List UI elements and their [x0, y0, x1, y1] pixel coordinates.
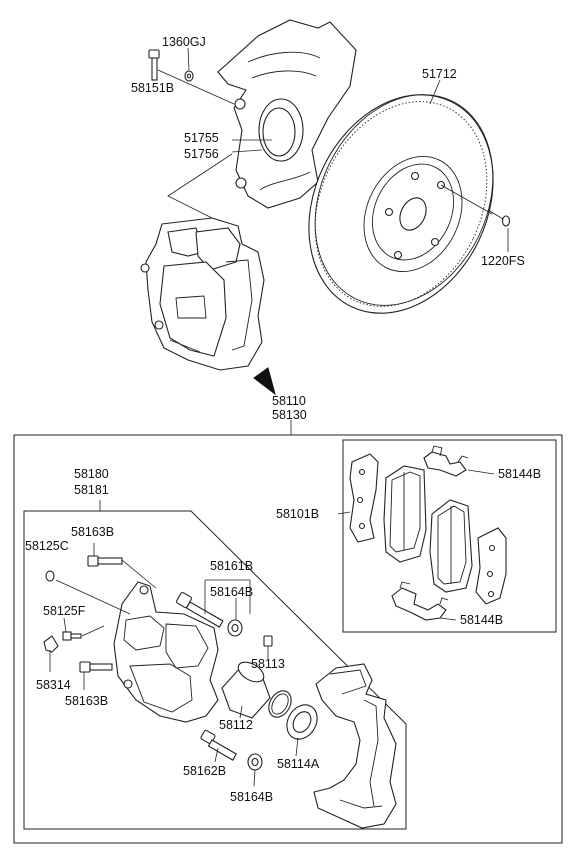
- pad-clips-bottom: [391, 581, 449, 621]
- label-1360gj: 1360GJ: [162, 35, 206, 49]
- label-58161b: 58161B: [210, 559, 253, 573]
- pad-kit-frame: [342, 439, 557, 633]
- caliper-subframe: [23, 510, 407, 830]
- label-51712: 51712: [422, 67, 457, 81]
- label-58144b-bottom: 58144B: [460, 613, 503, 627]
- brake-pads: [349, 453, 507, 605]
- bleeder-screw: [43, 570, 82, 653]
- label-58112: 58112: [219, 718, 253, 732]
- guide-pin-boot-bottom: [247, 753, 263, 771]
- guide-pin-top: [175, 591, 224, 628]
- label-58125c: 58125C: [25, 539, 69, 553]
- shield-bolt: [148, 49, 194, 82]
- label-58163b-bottom: 58163B: [65, 694, 108, 708]
- caliper-body: [113, 581, 219, 723]
- guide-pin-bottom: [200, 729, 238, 761]
- piston-seal: [268, 690, 292, 718]
- brake-disc: [308, 94, 494, 314]
- assembly-arrow: [253, 367, 276, 396]
- label-58110: 58110: [272, 394, 306, 408]
- leader-lines: [49, 47, 509, 787]
- label-58125f: 58125F: [43, 604, 86, 618]
- label-58314: 58314: [36, 678, 71, 692]
- seal-ring: [258, 98, 304, 162]
- label-51756: 51756: [184, 147, 219, 161]
- guide-pin-boot-top: [227, 619, 273, 647]
- label-58163b-top: 58163B: [71, 525, 114, 539]
- label-58114a: 58114A: [277, 757, 320, 771]
- label-51755: 51755: [184, 131, 219, 145]
- label-58181: 58181: [74, 483, 109, 497]
- label-58113: 58113: [251, 657, 285, 671]
- label-58101b: 58101B: [276, 507, 319, 521]
- caliper-bolt-top: [87, 555, 123, 567]
- assembly-frame: [13, 434, 563, 844]
- label-58180: 58180: [74, 467, 109, 481]
- pad-clips-top: [423, 445, 469, 477]
- piston-boot: [286, 704, 318, 740]
- caliper-assembly-top: [140, 217, 265, 371]
- label-58164b-bottom: 58164B: [230, 790, 273, 804]
- label-58130: 58130: [272, 408, 307, 422]
- label-58151b: 58151B: [131, 81, 174, 95]
- label-1220fs: 1220FS: [481, 254, 525, 268]
- caliper-bolt-bottom: [79, 661, 113, 673]
- label-58164b-top: 58164B: [210, 585, 253, 599]
- label-58162b: 58162B: [183, 764, 226, 778]
- piston: [221, 661, 271, 719]
- label-58144b-top: 58144B: [498, 467, 541, 481]
- caliper-bracket: [313, 663, 397, 829]
- disc-screw: [487, 209, 511, 227]
